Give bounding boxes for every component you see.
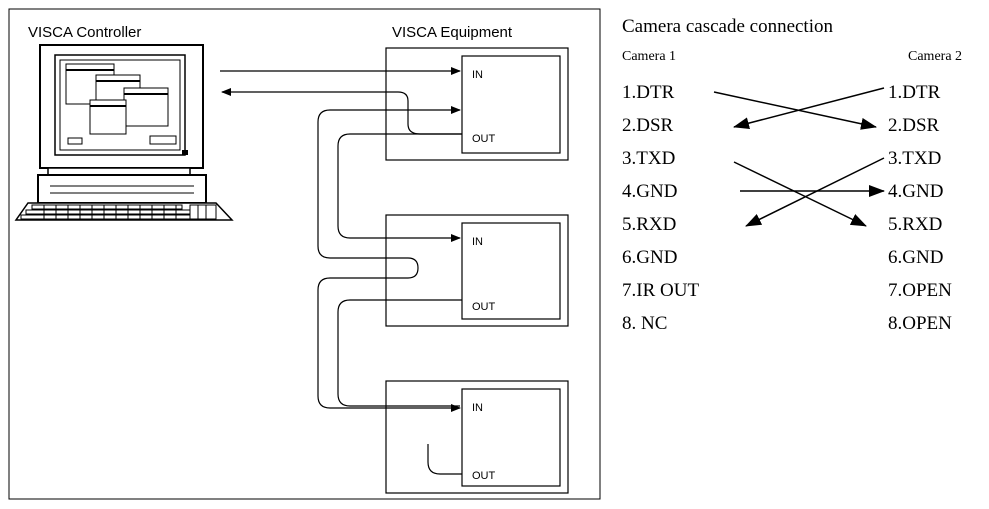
camera2-pin: 7.OPEN <box>888 280 952 301</box>
camera2-pin: 2.DSR <box>888 115 940 136</box>
camera2-pin: 3.TXD <box>888 148 941 169</box>
unit-1-in-label: IN <box>472 69 483 81</box>
dtr-to-dsr-arrow <box>713 91 877 130</box>
camera1-pin: 2.DSR <box>622 115 674 136</box>
unit-2-out-label: OUT <box>472 301 496 313</box>
camera2-pin: 1.DTR <box>888 82 941 103</box>
camera1-pin: 3.TXD <box>622 148 675 169</box>
txd-to-rxd-return-arrow <box>745 157 885 227</box>
camera1-label: Camera 1 <box>622 49 676 64</box>
cascade-title: Camera cascade connection <box>622 16 833 37</box>
camera2-pin-list: 1.DTR 2.DSR 3.TXD 4.GND 5.RXD 6.GND 7.OP… <box>888 82 952 334</box>
equipment-unit-1: IN OUT <box>385 47 569 161</box>
visca-controller-label: VISCA Controller <box>28 24 141 41</box>
camera1-pin-list: 1.DTR 2.DSR 3.TXD 4.GND 5.RXD 6.GND 7.IR… <box>622 82 699 334</box>
unit-2-in-label: IN <box>472 236 483 248</box>
camera2-pin: 8.OPEN <box>888 313 952 334</box>
camera2-pin: 6.GND <box>888 247 943 268</box>
camera1-pin: 6.GND <box>622 247 677 268</box>
equipment-unit-3: IN OUT <box>385 380 569 494</box>
visca-panel-frame <box>8 8 601 500</box>
camera1-pin: 1.DTR <box>622 82 675 103</box>
equipment-unit-2: IN OUT <box>385 214 569 327</box>
computer-icon <box>14 44 234 221</box>
txd-to-rxd-arrow <box>733 161 867 227</box>
cascade-loop-arrow <box>317 109 461 412</box>
camera2-pin: 4.GND <box>888 181 943 202</box>
camera1-pin: 7.IR OUT <box>622 280 699 301</box>
visca-equipment-label: VISCA Equipment <box>392 24 513 41</box>
dtr-to-dsr-return-arrow <box>733 87 885 130</box>
unit-1-out-label: OUT <box>472 133 496 145</box>
camera2-label: Camera 2 <box>908 49 962 64</box>
unit2-out-to-unit3-in-arrow <box>337 299 462 407</box>
unit3-out-return <box>427 444 462 475</box>
camera1-pin: 4.GND <box>622 181 677 202</box>
unit-3-in-label: IN <box>472 402 483 414</box>
camera1-pin: 8. NC <box>622 313 667 334</box>
unit-3-out-label: OUT <box>472 470 496 482</box>
camera1-pin: 5.RXD <box>622 214 676 235</box>
unit1-out-to-unit2-in-arrow <box>337 133 462 242</box>
camera2-pin: 5.RXD <box>888 214 942 235</box>
